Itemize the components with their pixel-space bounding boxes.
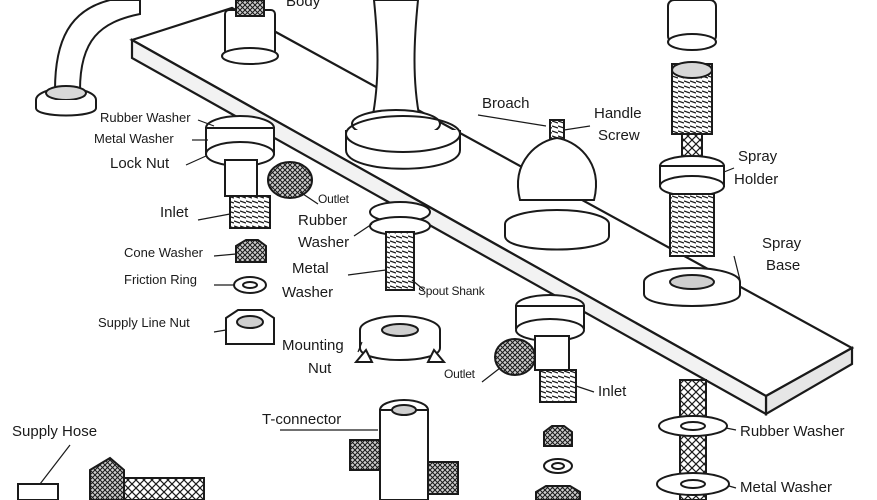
label-spray-holder-line2: Holder (734, 171, 779, 188)
label-rubber-washer-mid-line1: Rubber (298, 212, 348, 229)
label-outlet-left: Outlet (318, 192, 349, 206)
label-cone-washer: Cone Washer (124, 245, 203, 260)
label-outlet-right: Outlet (444, 367, 475, 381)
label-spray-holder-line1: Spray (738, 148, 778, 165)
label-handle-screw-line2: Screw (598, 127, 640, 144)
right-valve-handle (494, 119, 610, 403)
label-metal-washer-mid-line2: Washer (282, 284, 334, 301)
label-metal-washer-mid-line1: Metal (292, 260, 329, 277)
label-mounting-nut-line1: Mounting (282, 337, 344, 354)
spray-assembly (643, 0, 741, 500)
label-friction-ring: Friction Ring (124, 272, 197, 287)
supply-hose (17, 456, 205, 500)
label-rubber-washer-top: Rubber Washer (100, 110, 191, 125)
label-supply-line-nut: Supply Line Nut (98, 315, 190, 330)
label-broach: Broach (482, 95, 530, 112)
label-metal-washer-right: Metal Washer (740, 479, 832, 496)
label-t-connector: T-connector (262, 411, 342, 428)
label-body: Body (286, 0, 321, 10)
label-handle-screw-line1: Handle (594, 105, 642, 122)
spout-shank-assembly (353, 201, 447, 363)
label-spray-base-line1: Spray (762, 235, 802, 252)
leader-lines (39, 114, 741, 489)
left-valve-body (205, 0, 313, 229)
label-inlet-right: Inlet (598, 383, 627, 400)
center-spout-column (345, 0, 461, 170)
label-rubber-washer-mid-line2: Washer (298, 234, 350, 251)
spout-arm (35, 0, 141, 117)
left-hardware-stack (225, 239, 275, 345)
label-spray-base-line2: Base (766, 257, 801, 274)
label-rubber-washer-right: Rubber Washer (740, 423, 845, 440)
label-inlet-left: Inlet (160, 204, 189, 221)
label-lock-nut: Lock Nut (110, 155, 170, 172)
label-supply-hose: Supply Hose (12, 423, 98, 440)
label-spout-shank: Spout Shank (418, 284, 485, 298)
t-connector (349, 399, 459, 500)
label-mounting-nut-line2: Nut (308, 360, 332, 377)
right-hardware-stack (535, 425, 581, 500)
label-metal-washer-top: Metal Washer (94, 131, 174, 146)
